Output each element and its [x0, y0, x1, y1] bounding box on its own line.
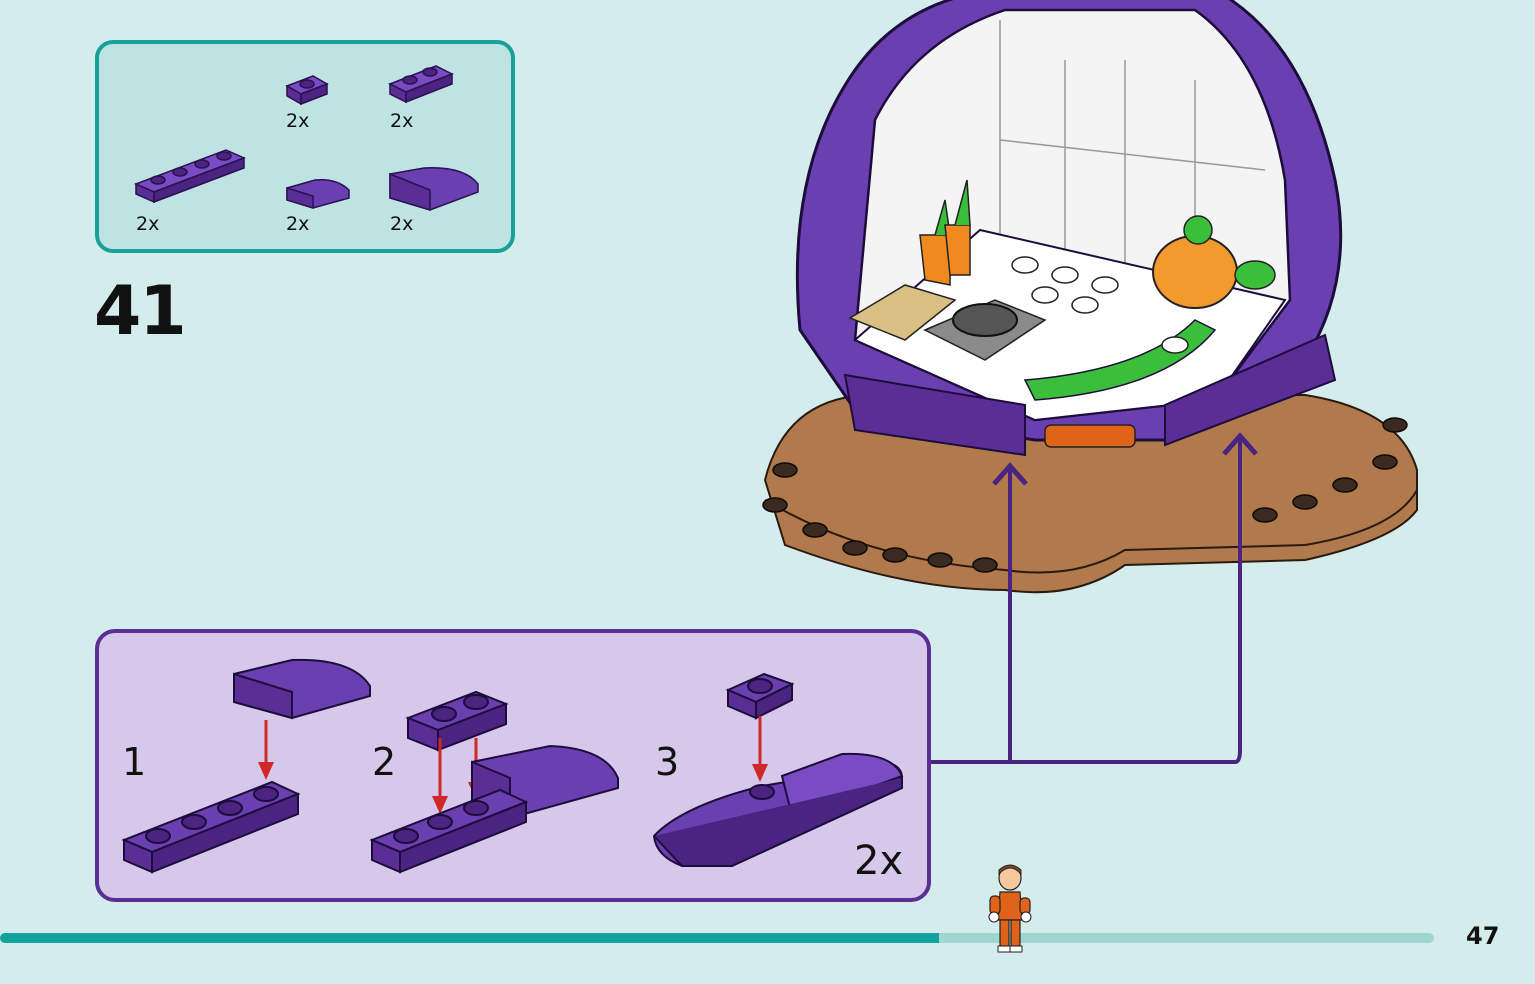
minifigure-icon — [988, 864, 1032, 953]
purple-callout-arrow-icon — [930, 432, 1258, 764]
red-arrow-icon — [258, 720, 274, 780]
purple-plate-1x2-icon — [388, 65, 454, 104]
progress-fill — [0, 933, 939, 943]
step-number: 41 — [94, 272, 187, 351]
part-qty-label: 2x — [286, 110, 310, 132]
purple-curved-slope-icon — [389, 167, 479, 212]
purple-plate-1x4-icon — [369, 788, 529, 874]
purple-subassembly-icon — [652, 752, 904, 867]
purple-curved-slope-icon — [286, 178, 350, 210]
substep-number: 1 — [122, 740, 147, 784]
part-qty-label: 2x — [286, 213, 310, 235]
substep-number: 3 — [655, 740, 680, 784]
purple-plate-1x4-icon — [121, 780, 301, 874]
subassembly-multiplier: 2x — [854, 838, 904, 884]
purple-plate-1x1-icon — [285, 75, 329, 106]
part-qty-label: 2x — [390, 110, 414, 132]
kitchen-pod-model-icon — [762, 0, 1418, 594]
red-arrow-icon — [752, 716, 768, 782]
page-number: 47 — [1466, 922, 1500, 950]
purple-plate-1x1-icon — [725, 672, 795, 720]
part-qty-label: 2x — [390, 213, 414, 235]
purple-curved-slope-icon — [233, 658, 371, 720]
purple-plate-1x2-icon — [405, 690, 509, 752]
part-qty-label: 2x — [136, 213, 160, 235]
substep-number: 2 — [372, 740, 397, 784]
purple-plate-1x4-icon — [134, 149, 246, 204]
